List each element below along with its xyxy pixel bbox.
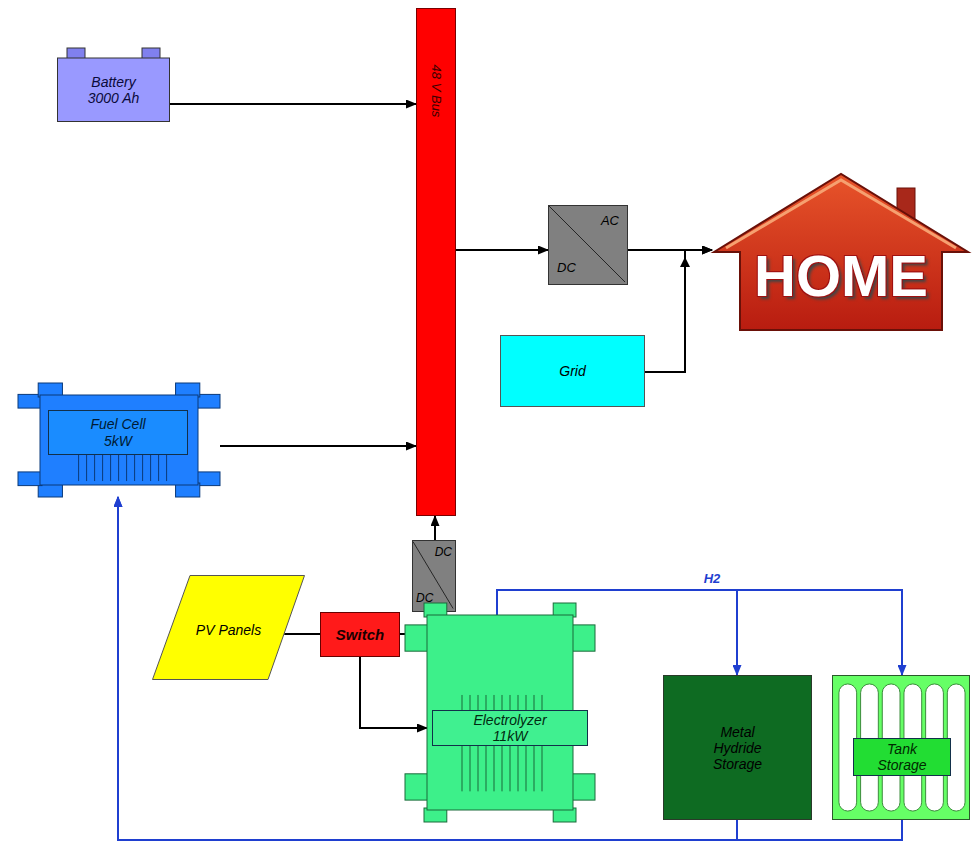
tank-storage: Tank Storage	[832, 675, 970, 820]
power-line	[170, 103, 416, 105]
label-box: Electrolyzer 11kW	[432, 710, 588, 746]
hydrogen-line	[118, 497, 902, 840]
node-label: DC	[435, 546, 452, 560]
node-label: Switch	[336, 626, 384, 643]
roof-highlight	[726, 180, 956, 248]
node-label: Battery 3000 Ah	[85, 74, 142, 106]
power-line	[645, 250, 712, 372]
pv-panel: PV Panels	[152, 575, 305, 680]
power-line	[456, 249, 548, 251]
fuel-cell-stack: Fuel Cell 5kW	[18, 383, 220, 497]
node-label: HOME	[754, 243, 928, 310]
bus-bar: 48 V Bus	[416, 8, 456, 516]
label-box: Fuel Cell 5kW	[48, 410, 188, 455]
converter-diagonal	[413, 542, 453, 609]
power-line	[360, 657, 427, 728]
home-icon: HOME	[712, 172, 970, 332]
grid-box: Grid	[500, 335, 645, 407]
stack-tab	[571, 625, 595, 651]
stack-tab	[18, 472, 42, 486]
pv-outline	[153, 576, 305, 680]
node-label: DC	[557, 261, 576, 276]
stack-tab	[405, 625, 429, 651]
electrolyzer-stack: Electrolyzer 11kW	[405, 603, 595, 822]
node-label: Grid	[559, 363, 585, 379]
power-line	[220, 445, 416, 447]
converter-box: DCDC	[412, 540, 456, 612]
node-label: Metal Hydride Storage	[701, 723, 775, 771]
node-label: PV Panels	[196, 622, 261, 638]
power-line	[434, 516, 436, 540]
converter-box: AC DC	[548, 205, 628, 285]
power-line	[284, 633, 320, 635]
storage-box: Metal Hydride Storage	[663, 675, 812, 820]
node-label: AC	[601, 214, 619, 229]
stack-tab	[571, 774, 595, 800]
house-outline	[714, 174, 968, 330]
label-box: Tank Storage	[853, 738, 951, 776]
switch-box: Switch	[320, 612, 400, 657]
hydrogen-line	[118, 497, 737, 840]
stack-tab	[405, 774, 429, 800]
stack-body	[40, 395, 198, 485]
converter-diagonal	[549, 206, 625, 282]
node-label: 48 V Bus	[429, 65, 444, 118]
battery-box: Battery 3000 Ah	[57, 48, 170, 122]
edge-label: H2	[702, 571, 723, 586]
battery-body	[58, 58, 170, 122]
